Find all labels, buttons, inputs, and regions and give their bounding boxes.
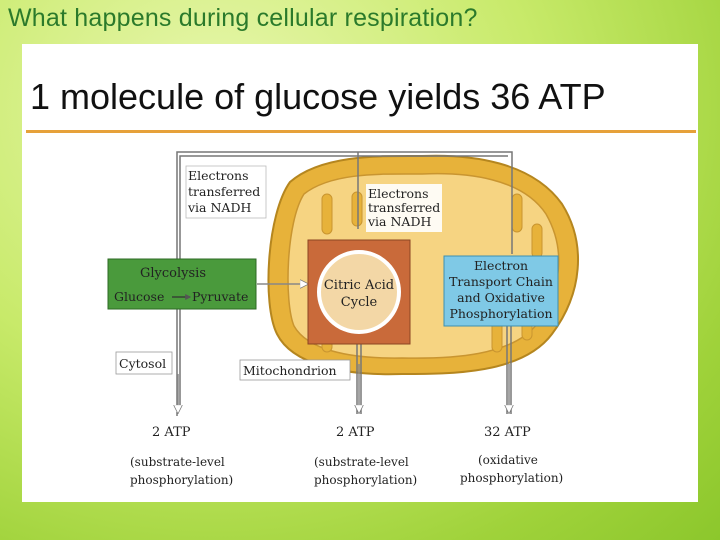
atp-left: 2 ATP: [152, 425, 191, 440]
citric-acid-line2: Cycle: [341, 295, 378, 310]
atp-center-note-line2: phosphorylation): [314, 473, 417, 487]
etc-line3: and Oxidative: [457, 290, 545, 305]
flow-arrows: [178, 214, 509, 412]
etc-line4: Phosphorylation: [449, 306, 552, 321]
mitochondrion-label-box: [239, 359, 351, 381]
cellular-respiration-diagram: Electrons transferred via NADH Electrons…: [107, 151, 579, 487]
electrons-label-left-box: [185, 165, 267, 219]
atp-right-note-line2: phosphorylation): [460, 471, 563, 485]
glycolysis-box: [107, 258, 257, 310]
glycolysis-title: Glycolysis: [140, 266, 206, 281]
glycolysis-glucose: Glucose: [114, 289, 164, 304]
mitochondrion-label: Mitochondrion: [243, 363, 337, 378]
electrons-label-center-box: [366, 184, 442, 232]
electrons-center-line3: via NADH: [367, 214, 431, 229]
atp-center-note-line1: (substrate-level: [314, 455, 409, 469]
slide-title: What happens during cellular respiration…: [8, 4, 478, 32]
citric-acid-line1: Citric Acid: [324, 278, 394, 293]
citric-acid-cycle-circle: [317, 250, 401, 334]
atp-center: 2 ATP: [336, 425, 375, 440]
slide-subtitle: 1 molecule of glucose yields 36 ATP: [30, 76, 606, 117]
etc-line1: Electron: [474, 258, 528, 273]
electrons-left-line2: transferred: [188, 184, 260, 199]
atp-left-note-line2: phosphorylation): [130, 473, 233, 487]
cytosol-label-box: [115, 351, 173, 375]
etc-line2: Transport Chain: [449, 274, 553, 289]
glycolysis-pyruvate: Pyruvate: [192, 289, 248, 304]
electrons-left-line3: via NADH: [187, 200, 251, 215]
title-divider: [26, 130, 696, 133]
atp-right-note-line1: (oxidative: [478, 453, 538, 467]
cytosol-label: Cytosol: [119, 356, 166, 371]
atp-left-note-line1: (substrate-level: [130, 455, 225, 469]
electrons-center-line2: transferred: [368, 200, 440, 215]
content-panel: 1 molecule of glucose yields 36 ATP: [22, 44, 698, 502]
electrons-center-line1: Electrons: [368, 186, 429, 201]
etc-box: [443, 255, 559, 327]
electrons-left-line1: Electrons: [188, 168, 249, 183]
atp-right: 32 ATP: [484, 425, 531, 440]
